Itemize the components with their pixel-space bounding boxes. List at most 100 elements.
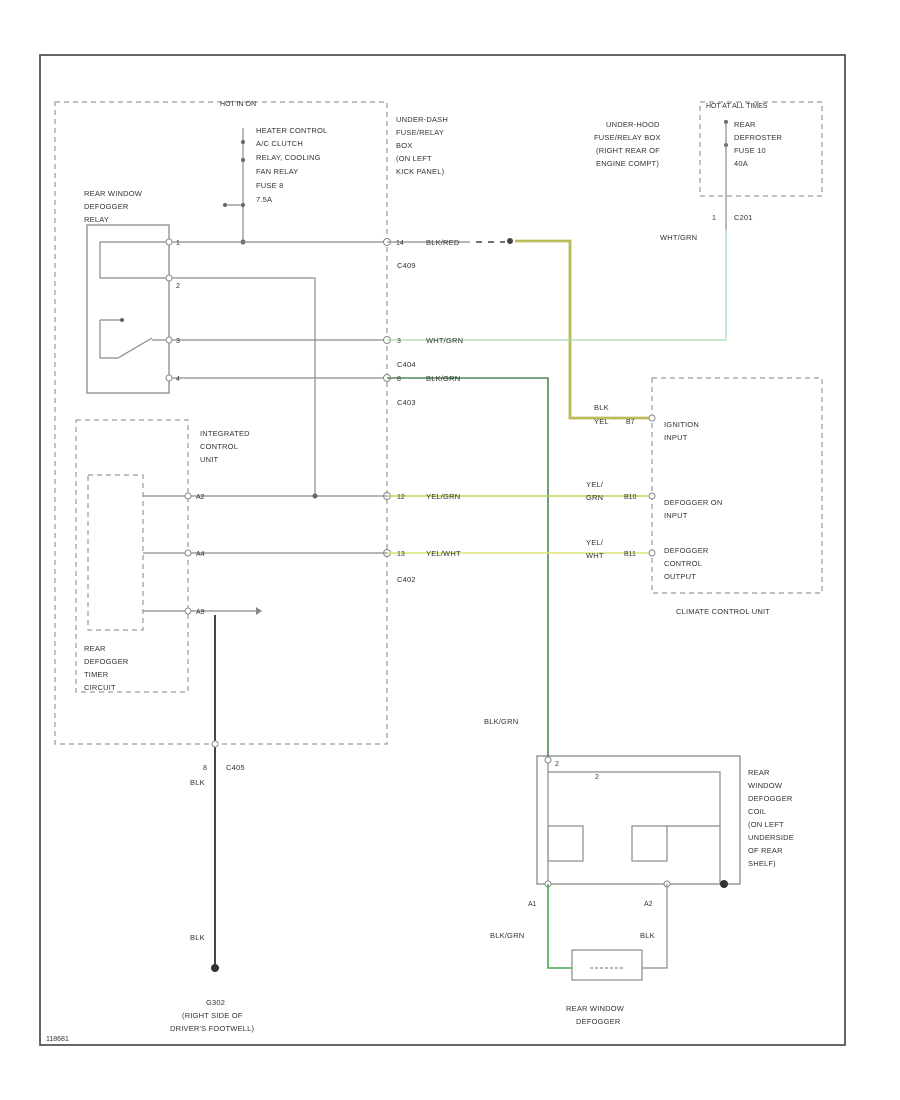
label-coil-4: COIL <box>748 807 766 816</box>
label-relay-1: REAR WINDOW <box>84 189 143 198</box>
label-wire-blk-2: BLK <box>190 933 205 942</box>
label-rwd-2: DEFOGGER <box>576 1017 621 1026</box>
label-c403: C403 <box>397 398 416 407</box>
label-coil-5: (ON LEFT <box>748 820 784 829</box>
coil-right-winding <box>631 825 668 862</box>
label-relay-2: DEFOGGER <box>84 202 129 211</box>
label-underdash-5: KICK PANEL) <box>396 167 445 176</box>
label-timer-3: TIMER <box>84 670 109 679</box>
label-coil-pin-mid: 2 <box>595 774 599 781</box>
fuse-contact-3 <box>223 203 227 207</box>
label-rear-defroster-2: DEFROSTER <box>734 133 782 142</box>
fuse-contact-4 <box>241 203 245 207</box>
label-relay-3: RELAY <box>84 215 109 224</box>
label-coil-pin-a1: A1 <box>528 901 537 908</box>
fuse-contact-1 <box>241 140 245 144</box>
label-coil-pin-top: 2 <box>555 761 559 768</box>
icu-pin-a4 <box>184 549 192 557</box>
arrow-icu-ground <box>256 607 262 615</box>
ccu-pin-b7 <box>648 414 656 422</box>
label-underhood-1: UNDER-HOOD <box>606 120 660 129</box>
label-underdash-3: BOX <box>396 141 412 150</box>
label-underhood-2: FUSE/RELAY BOX <box>594 133 661 142</box>
relay-coil-loop <box>99 241 169 279</box>
wire-blk-yel-to-ccu <box>515 239 650 420</box>
label-conn-pin-13: 13 <box>397 551 405 558</box>
label-ccu-pin-b7: B7 <box>626 419 635 426</box>
icu-pin-a2 <box>184 492 192 500</box>
defogger-element <box>571 949 643 981</box>
wire-defogger-blk <box>642 884 668 969</box>
label-ground-1: G302 <box>206 998 225 1007</box>
coil-box <box>536 755 741 885</box>
label-ccu-grn: GRN <box>586 493 603 502</box>
label-ign-2: INPUT <box>664 433 688 442</box>
label-icu-pin-a2: A2 <box>196 494 205 501</box>
label-c409: C409 <box>397 261 416 270</box>
label-coil-1: REAR <box>748 768 770 777</box>
label-icu-pin-a9: A9 <box>196 609 205 616</box>
label-conn-pin-14: 14 <box>396 240 404 247</box>
label-timer-2: DEFOGGER <box>84 657 129 666</box>
label-hot-in-on: HOT IN ON <box>220 101 256 108</box>
label-c201-pin: 1 <box>712 215 716 222</box>
label-coil-6: UNDERSIDE <box>748 833 794 842</box>
wire-blk-red-splice <box>507 238 513 244</box>
relay-pin-label-1: 1 <box>176 240 180 247</box>
label-c405-pin: 8 <box>203 765 207 772</box>
label-conn-pin-8: 8 <box>397 376 401 383</box>
label-ground-2: (RIGHT SIDE OF <box>182 1011 243 1020</box>
timer-box-outline <box>87 474 144 631</box>
label-icu-2: CONTROL <box>200 442 238 451</box>
relay-pin-3 <box>165 336 173 344</box>
label-don-1: DEFOGGER ON <box>664 498 722 507</box>
label-timer-4: CIRCUIT <box>84 683 116 692</box>
label-wire-blk-3: BLK <box>640 931 655 940</box>
wire-blk-grn <box>387 377 549 760</box>
label-ccu-wht: WHT <box>586 551 604 560</box>
label-underdash-2: FUSE/RELAY <box>396 128 444 137</box>
label-conn-pin-3: 3 <box>397 338 401 345</box>
label-fuse-8: FUSE 8 <box>256 181 283 190</box>
relay-switch-lead <box>99 319 122 359</box>
label-ground-3: DRIVER'S FOOTWELL) <box>170 1024 255 1033</box>
label-underdash-1: UNDER-DASH <box>396 115 448 124</box>
label-hot-all-times: HOT AT ALL TIMES <box>706 103 768 110</box>
relay-pin-label-2: 2 <box>176 283 180 290</box>
label-ccu-yel-1: YEL/ <box>586 480 604 489</box>
relay-pin-4 <box>165 374 173 382</box>
label-relay-cooling: RELAY, COOLING <box>256 153 321 162</box>
ccu-pin-b11 <box>648 549 656 557</box>
label-wire-blk-red: BLK/RED <box>426 238 460 247</box>
coil-ground <box>720 880 728 888</box>
wire-blk-yel-to-ccu-hi <box>515 240 650 419</box>
label-wire-wht-grn-mid: WHT/GRN <box>426 336 463 345</box>
label-wire-blk-grn-mid: BLK/GRN <box>426 374 460 383</box>
label-icu-pin-a4: A4 <box>196 551 205 558</box>
label-wire-wht-grn-top: WHT/GRN <box>660 233 697 242</box>
icu-pin-a9 <box>184 607 192 615</box>
label-heater-control: HEATER CONTROL <box>256 126 327 135</box>
label-wire-yel-grn: YEL/GRN <box>426 492 460 501</box>
label-ccu-pin-b10: B10 <box>624 494 637 501</box>
icu-splice-a2 <box>312 493 318 499</box>
wire-blk-grn-dark <box>387 377 549 760</box>
coil-left-winding <box>547 825 584 862</box>
label-dco-1: DEFOGGER <box>664 546 709 555</box>
relay-pin-label-3: 3 <box>176 338 180 345</box>
label-wire-blk-1: BLK <box>190 778 205 787</box>
conn-c405-pin <box>211 740 219 748</box>
label-corner-code: 118681 <box>46 1036 69 1043</box>
label-dco-2: CONTROL <box>664 559 702 568</box>
label-underdash-4: (ON LEFT <box>396 154 432 163</box>
relay-switch-contact <box>120 318 124 322</box>
fuse-contact-2 <box>241 158 245 162</box>
label-dco-3: OUTPUT <box>664 572 696 581</box>
coil-top-line <box>548 771 721 884</box>
label-wire-blk-grn-low: BLK/GRN <box>484 717 518 726</box>
label-c404: C404 <box>397 360 416 369</box>
diagram-frame <box>39 54 846 1046</box>
label-coil-pin-a2: A2 <box>644 901 653 908</box>
label-ccu-blk: BLK <box>594 403 609 412</box>
ccu-pin-b10 <box>648 492 656 500</box>
